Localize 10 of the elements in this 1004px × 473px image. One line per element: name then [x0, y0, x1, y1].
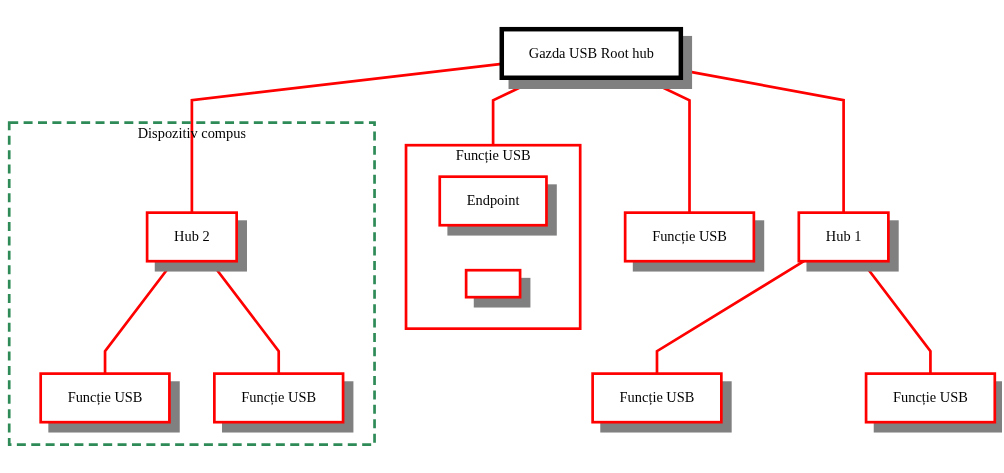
node-box: Funcție USB — [591, 371, 723, 424]
node-box: Funcție USB — [864, 371, 997, 424]
node-box: Hub 1 — [797, 210, 890, 263]
node-box: Endpoint — [438, 174, 548, 227]
node-box — [464, 268, 522, 299]
node-box: Funcție USB — [623, 210, 756, 263]
node-box: Funcție USB — [39, 371, 171, 424]
node-box: Hub 2 — [145, 210, 238, 263]
node-box: Funcție USB — [213, 371, 345, 424]
node-box: Gazda USB Root hub — [499, 26, 684, 80]
